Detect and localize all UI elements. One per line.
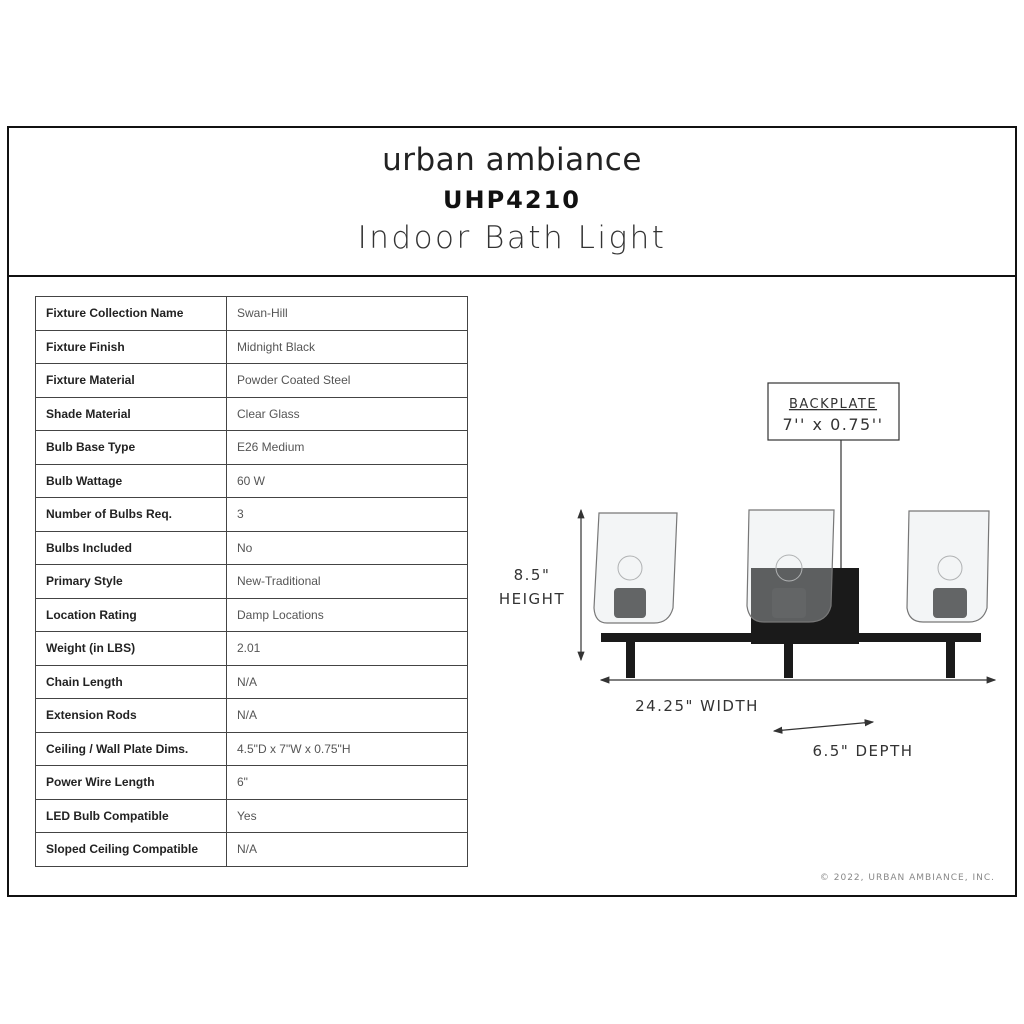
spec-value: New-Traditional bbox=[226, 564, 468, 599]
light-fixture-illustration bbox=[593, 509, 990, 678]
spec-value: No bbox=[226, 530, 468, 565]
spec-value: Powder Coated Steel bbox=[226, 363, 468, 398]
spec-value: N/A bbox=[226, 832, 468, 867]
height-value: 8.5" bbox=[514, 566, 551, 584]
spec-value: Clear Glass bbox=[226, 396, 468, 431]
spec-value: Midnight Black bbox=[226, 329, 468, 364]
depth-label: 6.5" DEPTH bbox=[812, 742, 913, 760]
spec-label: Number of Bulbs Req. bbox=[35, 497, 227, 532]
spec-label: Extension Rods bbox=[35, 698, 227, 733]
spec-label: Fixture Finish bbox=[35, 329, 227, 364]
spec-value: N/A bbox=[226, 664, 468, 699]
spec-value: N/A bbox=[226, 698, 468, 733]
spec-value: 3 bbox=[226, 497, 468, 532]
spec-value: 6" bbox=[226, 765, 468, 800]
height-dimension: 8.5" HEIGHT bbox=[499, 508, 585, 662]
spec-label: Bulbs Included bbox=[35, 530, 227, 565]
spec-label: Fixture Collection Name bbox=[35, 296, 227, 331]
brand-name: urban ambiance bbox=[382, 142, 642, 178]
spec-label: Primary Style bbox=[35, 564, 227, 599]
backplate-title: BACKPLATE bbox=[789, 397, 877, 412]
spec-label: Chain Length bbox=[35, 664, 227, 699]
spec-sheet: urban ambiance UHP4210 Indoor Bath Light… bbox=[7, 126, 1017, 897]
spec-value: 2.01 bbox=[226, 631, 468, 666]
product-type: Indoor Bath Light bbox=[357, 220, 667, 256]
spec-label: Weight (in LBS) bbox=[35, 631, 227, 666]
spec-label: Shade Material bbox=[35, 396, 227, 431]
spec-value: Yes bbox=[226, 798, 468, 833]
spec-label: Location Rating bbox=[35, 597, 227, 632]
spec-label: Fixture Material bbox=[35, 363, 227, 398]
fixture-diagram: BACKPLATE 7'' x 0.75'' bbox=[499, 382, 997, 760]
spec-label: Sloped Ceiling Compatible bbox=[35, 832, 227, 867]
model-number: UHP4210 bbox=[443, 186, 581, 214]
width-label: 24.25" WIDTH bbox=[635, 697, 759, 715]
spec-row: Number of Bulbs Req.3 bbox=[35, 497, 468, 532]
copyright: © 2022, URBAN AMBIANCE, INC. bbox=[819, 873, 995, 883]
spec-value: Swan-Hill bbox=[226, 296, 468, 331]
header: urban ambiance UHP4210 Indoor Bath Light bbox=[9, 128, 1015, 277]
spec-value: 60 W bbox=[226, 463, 468, 498]
spec-row: Ceiling / Wall Plate Dims.4.5"D x 7"W x … bbox=[35, 731, 468, 766]
width-dimension: 24.25" WIDTH bbox=[599, 676, 997, 715]
lamp-right bbox=[906, 510, 990, 678]
lamp-left bbox=[593, 512, 678, 678]
depth-dimension: 6.5" DEPTH bbox=[772, 719, 913, 760]
backplate-dims: 7'' x 0.75'' bbox=[782, 415, 883, 434]
spec-label: Ceiling / Wall Plate Dims. bbox=[35, 731, 227, 766]
lamp-center bbox=[746, 509, 835, 678]
spec-value: Damp Locations bbox=[226, 597, 468, 632]
spec-label: Power Wire Length bbox=[35, 765, 227, 800]
height-label: HEIGHT bbox=[499, 590, 565, 608]
spec-row: Weight (in LBS)2.01 bbox=[35, 631, 468, 666]
spec-value: 4.5"D x 7"W x 0.75"H bbox=[226, 731, 468, 766]
spec-label: LED Bulb Compatible bbox=[35, 798, 227, 833]
spec-value: E26 Medium bbox=[226, 430, 468, 465]
spec-label: Bulb Base Type bbox=[35, 430, 227, 465]
spec-label: Bulb Wattage bbox=[35, 463, 227, 498]
backplate-callout: BACKPLATE 7'' x 0.75'' bbox=[767, 382, 900, 578]
